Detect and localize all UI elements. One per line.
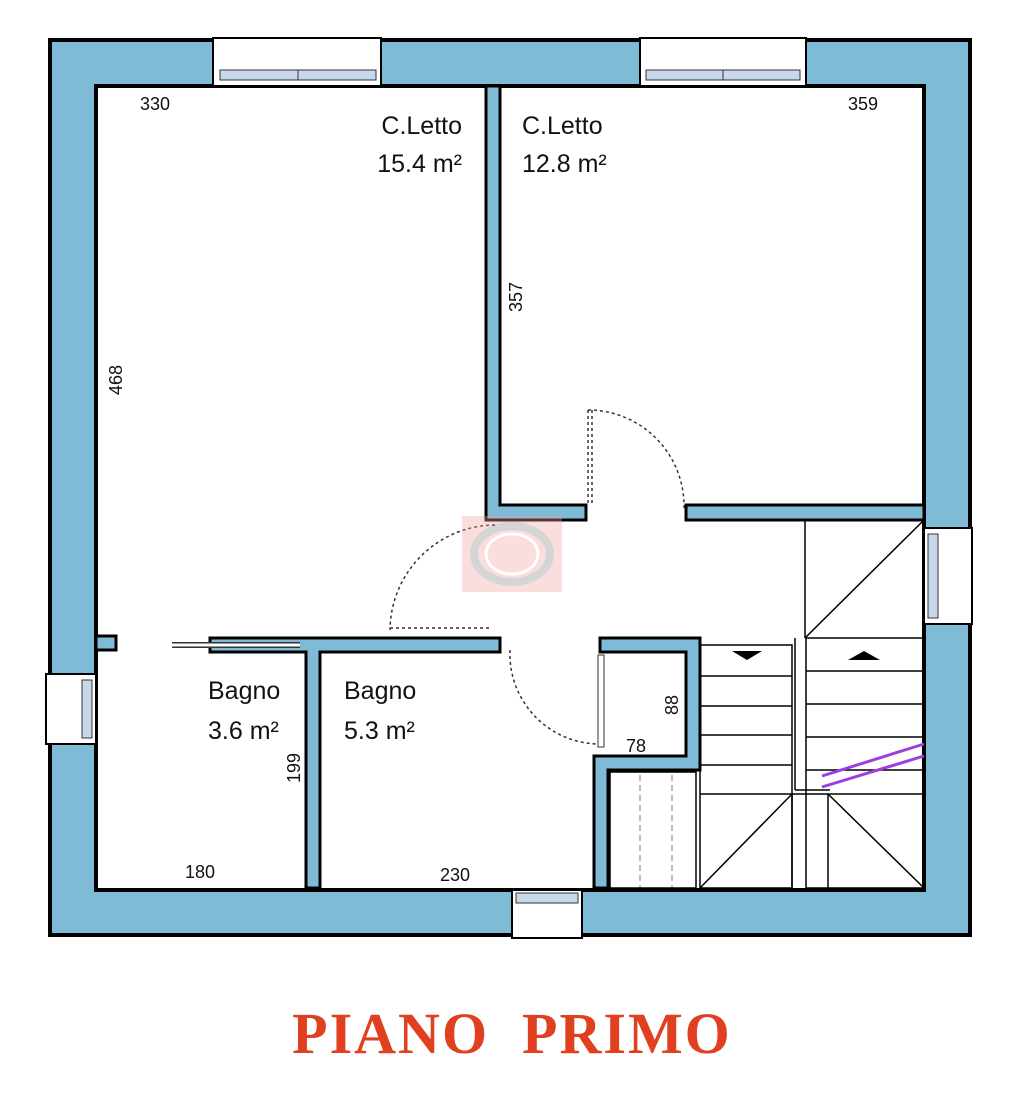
room-name-bath-2: Bagno bbox=[344, 677, 416, 705]
dim-closet-height: 88 bbox=[662, 695, 682, 715]
room-area-bedroom-2: 12.8 m² bbox=[522, 150, 607, 178]
watermark-logo-icon bbox=[462, 516, 562, 592]
dim-bed2-width: 359 bbox=[848, 94, 878, 114]
closet-door bbox=[597, 654, 605, 748]
room-area-bath-2: 5.3 m² bbox=[344, 717, 415, 745]
room-area-bath-1: 3.6 m² bbox=[208, 717, 279, 745]
floor-title: PIANO PRIMO bbox=[292, 1001, 732, 1066]
dim-closet-width: 78 bbox=[626, 736, 646, 756]
dim-bed1-height: 468 bbox=[106, 365, 126, 395]
room-name-bath-1: Bagno bbox=[208, 677, 280, 705]
stairs-up-icon bbox=[848, 651, 880, 660]
dim-bed2-height: 357 bbox=[506, 282, 526, 312]
dim-bath2-width: 230 bbox=[440, 865, 470, 885]
dim-bath1-height: 199 bbox=[284, 753, 304, 783]
stairs-down-icon bbox=[732, 651, 762, 660]
interior-walls bbox=[94, 84, 926, 890]
windows bbox=[45, 37, 973, 939]
dim-bath1-width: 180 bbox=[185, 862, 215, 882]
door-swings bbox=[389, 409, 685, 745]
room-area-bedroom-1: 15.4 m² bbox=[377, 150, 462, 178]
dim-bed1-width: 330 bbox=[140, 94, 170, 114]
staircase bbox=[609, 520, 925, 889]
room-name-bedroom-1: C.Letto bbox=[381, 112, 462, 140]
room-name-bedroom-2: C.Letto bbox=[522, 112, 603, 140]
handrail bbox=[821, 742, 925, 789]
